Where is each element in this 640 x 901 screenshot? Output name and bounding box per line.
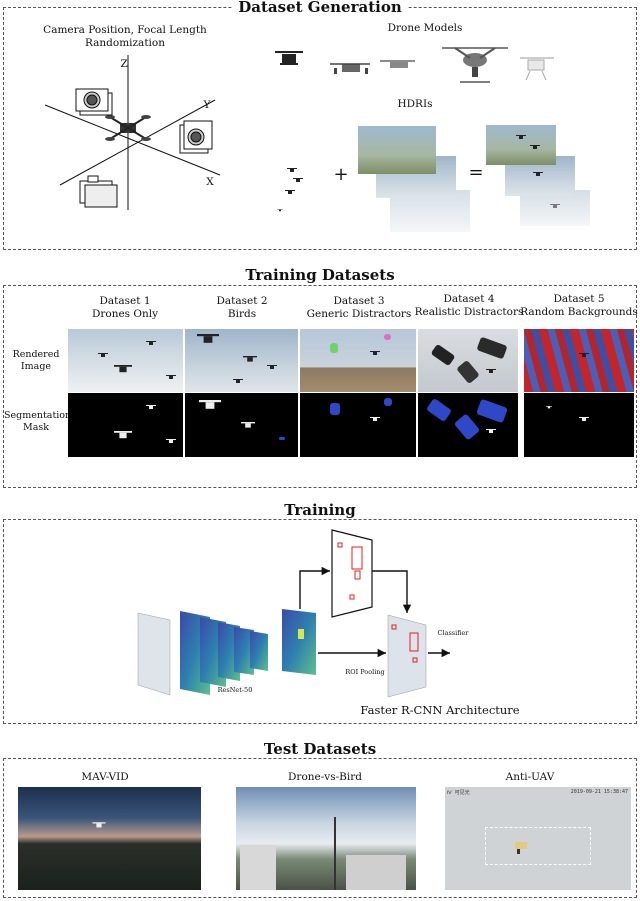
test-datasets-panel: [3, 758, 637, 898]
drone-center-icon: [105, 115, 151, 141]
row-label-mask: Segmentation Mask: [4, 410, 72, 433]
resnet-label: ResNet-50: [217, 686, 253, 694]
architecture-label: Faster R-CNN Architecture: [360, 703, 520, 717]
rendered-dataset-5: [524, 329, 634, 392]
drone-model-2: [330, 63, 370, 74]
test-label-drone-vs-bird: Drone-vs-Bird: [288, 771, 362, 783]
plus-sign: +: [333, 164, 349, 185]
drone-model-4: [442, 47, 508, 83]
input-image-plane: [137, 612, 171, 696]
mask-dataset-2: [185, 393, 298, 457]
composite-image-1: [486, 125, 556, 165]
camera-randomization-label: Camera Position, Focal Length Randomizat…: [43, 24, 207, 49]
rendered-dataset-3: [300, 329, 416, 392]
test-datasets-title: Test Datasets: [0, 740, 640, 758]
training-datasets-title: Training Datasets: [0, 266, 640, 284]
antiuav-overlay-right: 2019-09-21 15:38:47: [570, 789, 628, 795]
final-feature-map: [282, 609, 316, 675]
mask-dataset-4: [418, 393, 518, 457]
faster-rcnn-diagram: [137, 529, 450, 698]
test-image-drone-vs-bird: [236, 787, 416, 890]
camera-icon-right: [179, 120, 213, 154]
equals-sign: =: [468, 162, 484, 183]
test-label-mav-vid: MAV-VID: [81, 771, 129, 783]
drone-models-label: Drone Models: [387, 22, 463, 34]
mask-dataset-1: [68, 393, 183, 457]
rendered-drones-cluster: [275, 160, 315, 220]
rendered-dataset-1: [68, 329, 183, 392]
rendered-dataset-2: [185, 329, 298, 392]
training-title: Training: [0, 501, 640, 519]
camera-icon-top: [75, 88, 113, 116]
output-detection-plane: [387, 614, 427, 698]
axis-z-label: Z: [120, 58, 128, 70]
row-label-rendered: Rendered Image: [12, 349, 60, 372]
hdris-label: HDRIs: [397, 98, 433, 110]
axis-x-label: X: [206, 176, 214, 188]
test-image-mav-vid: [18, 787, 201, 890]
rendered-dataset-4: [418, 329, 518, 392]
drone-model-5: [520, 57, 554, 81]
training-panel: [3, 519, 637, 724]
classifier-label: Classifier: [437, 629, 469, 637]
mask-dataset-3: [300, 393, 416, 457]
roi-pooling-label: ROI Pooling: [345, 668, 385, 676]
composite-image-3: [520, 190, 590, 226]
axis-y-label: Y: [203, 99, 211, 111]
test-image-anti-uav: Ⅳ 可见光 2019-09-21 15:38:47: [445, 787, 631, 890]
camera-icon-bottom: [79, 175, 118, 208]
drone-model-1: [275, 51, 303, 65]
training-datasets-panel: [3, 285, 637, 488]
drone-models-row: [275, 47, 554, 83]
camera-axes-diagram: [44, 55, 221, 210]
test-label-anti-uav: Anti-UAV: [505, 771, 555, 783]
drone-model-3: [380, 60, 415, 68]
dataset-generation-title: Dataset Generation: [0, 0, 640, 16]
antiuav-overlay-left: Ⅳ 可见光: [447, 790, 470, 796]
mask-dataset-5: [524, 393, 634, 457]
hdri-image-1: [358, 126, 436, 174]
